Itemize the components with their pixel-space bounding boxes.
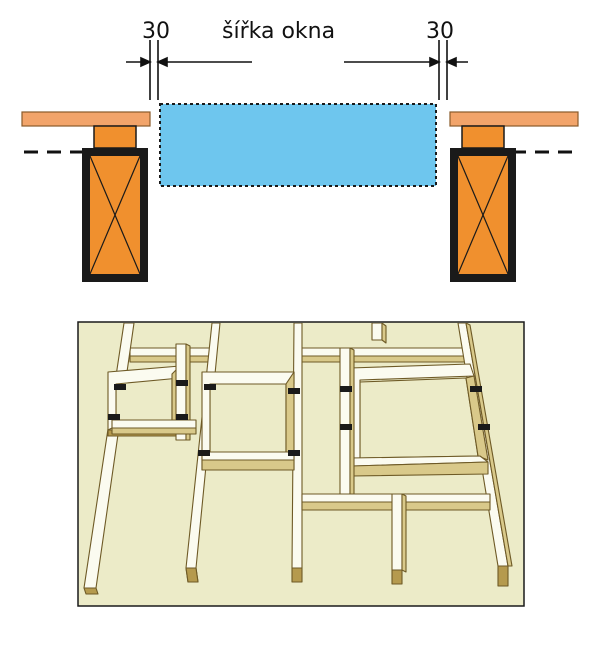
right-profile-assembly — [449, 111, 579, 282]
left-spacer-block — [93, 125, 137, 149]
connector-clips — [108, 380, 490, 456]
window-opening — [159, 103, 437, 187]
right-board — [449, 111, 579, 127]
left-profile-assembly — [21, 111, 151, 282]
left-board — [21, 111, 151, 127]
dimension-arrows — [126, 56, 468, 68]
bottom-stub — [391, 493, 403, 571]
section-view: 30 šířka okna 30 — [21, 19, 579, 282]
large-window-frame — [349, 363, 489, 477]
back-crossbar-left — [129, 347, 211, 357]
right-spacer-block — [461, 125, 505, 149]
right-gap-dimension-label: 30 — [426, 19, 454, 44]
window-width-dimension-label: šířka okna — [222, 19, 335, 44]
back-crossbar-right — [299, 347, 471, 357]
dimension-extension-lines — [149, 40, 448, 100]
frame-perspective-view — [77, 321, 525, 607]
left-gap-dimension-label: 30 — [142, 19, 170, 44]
